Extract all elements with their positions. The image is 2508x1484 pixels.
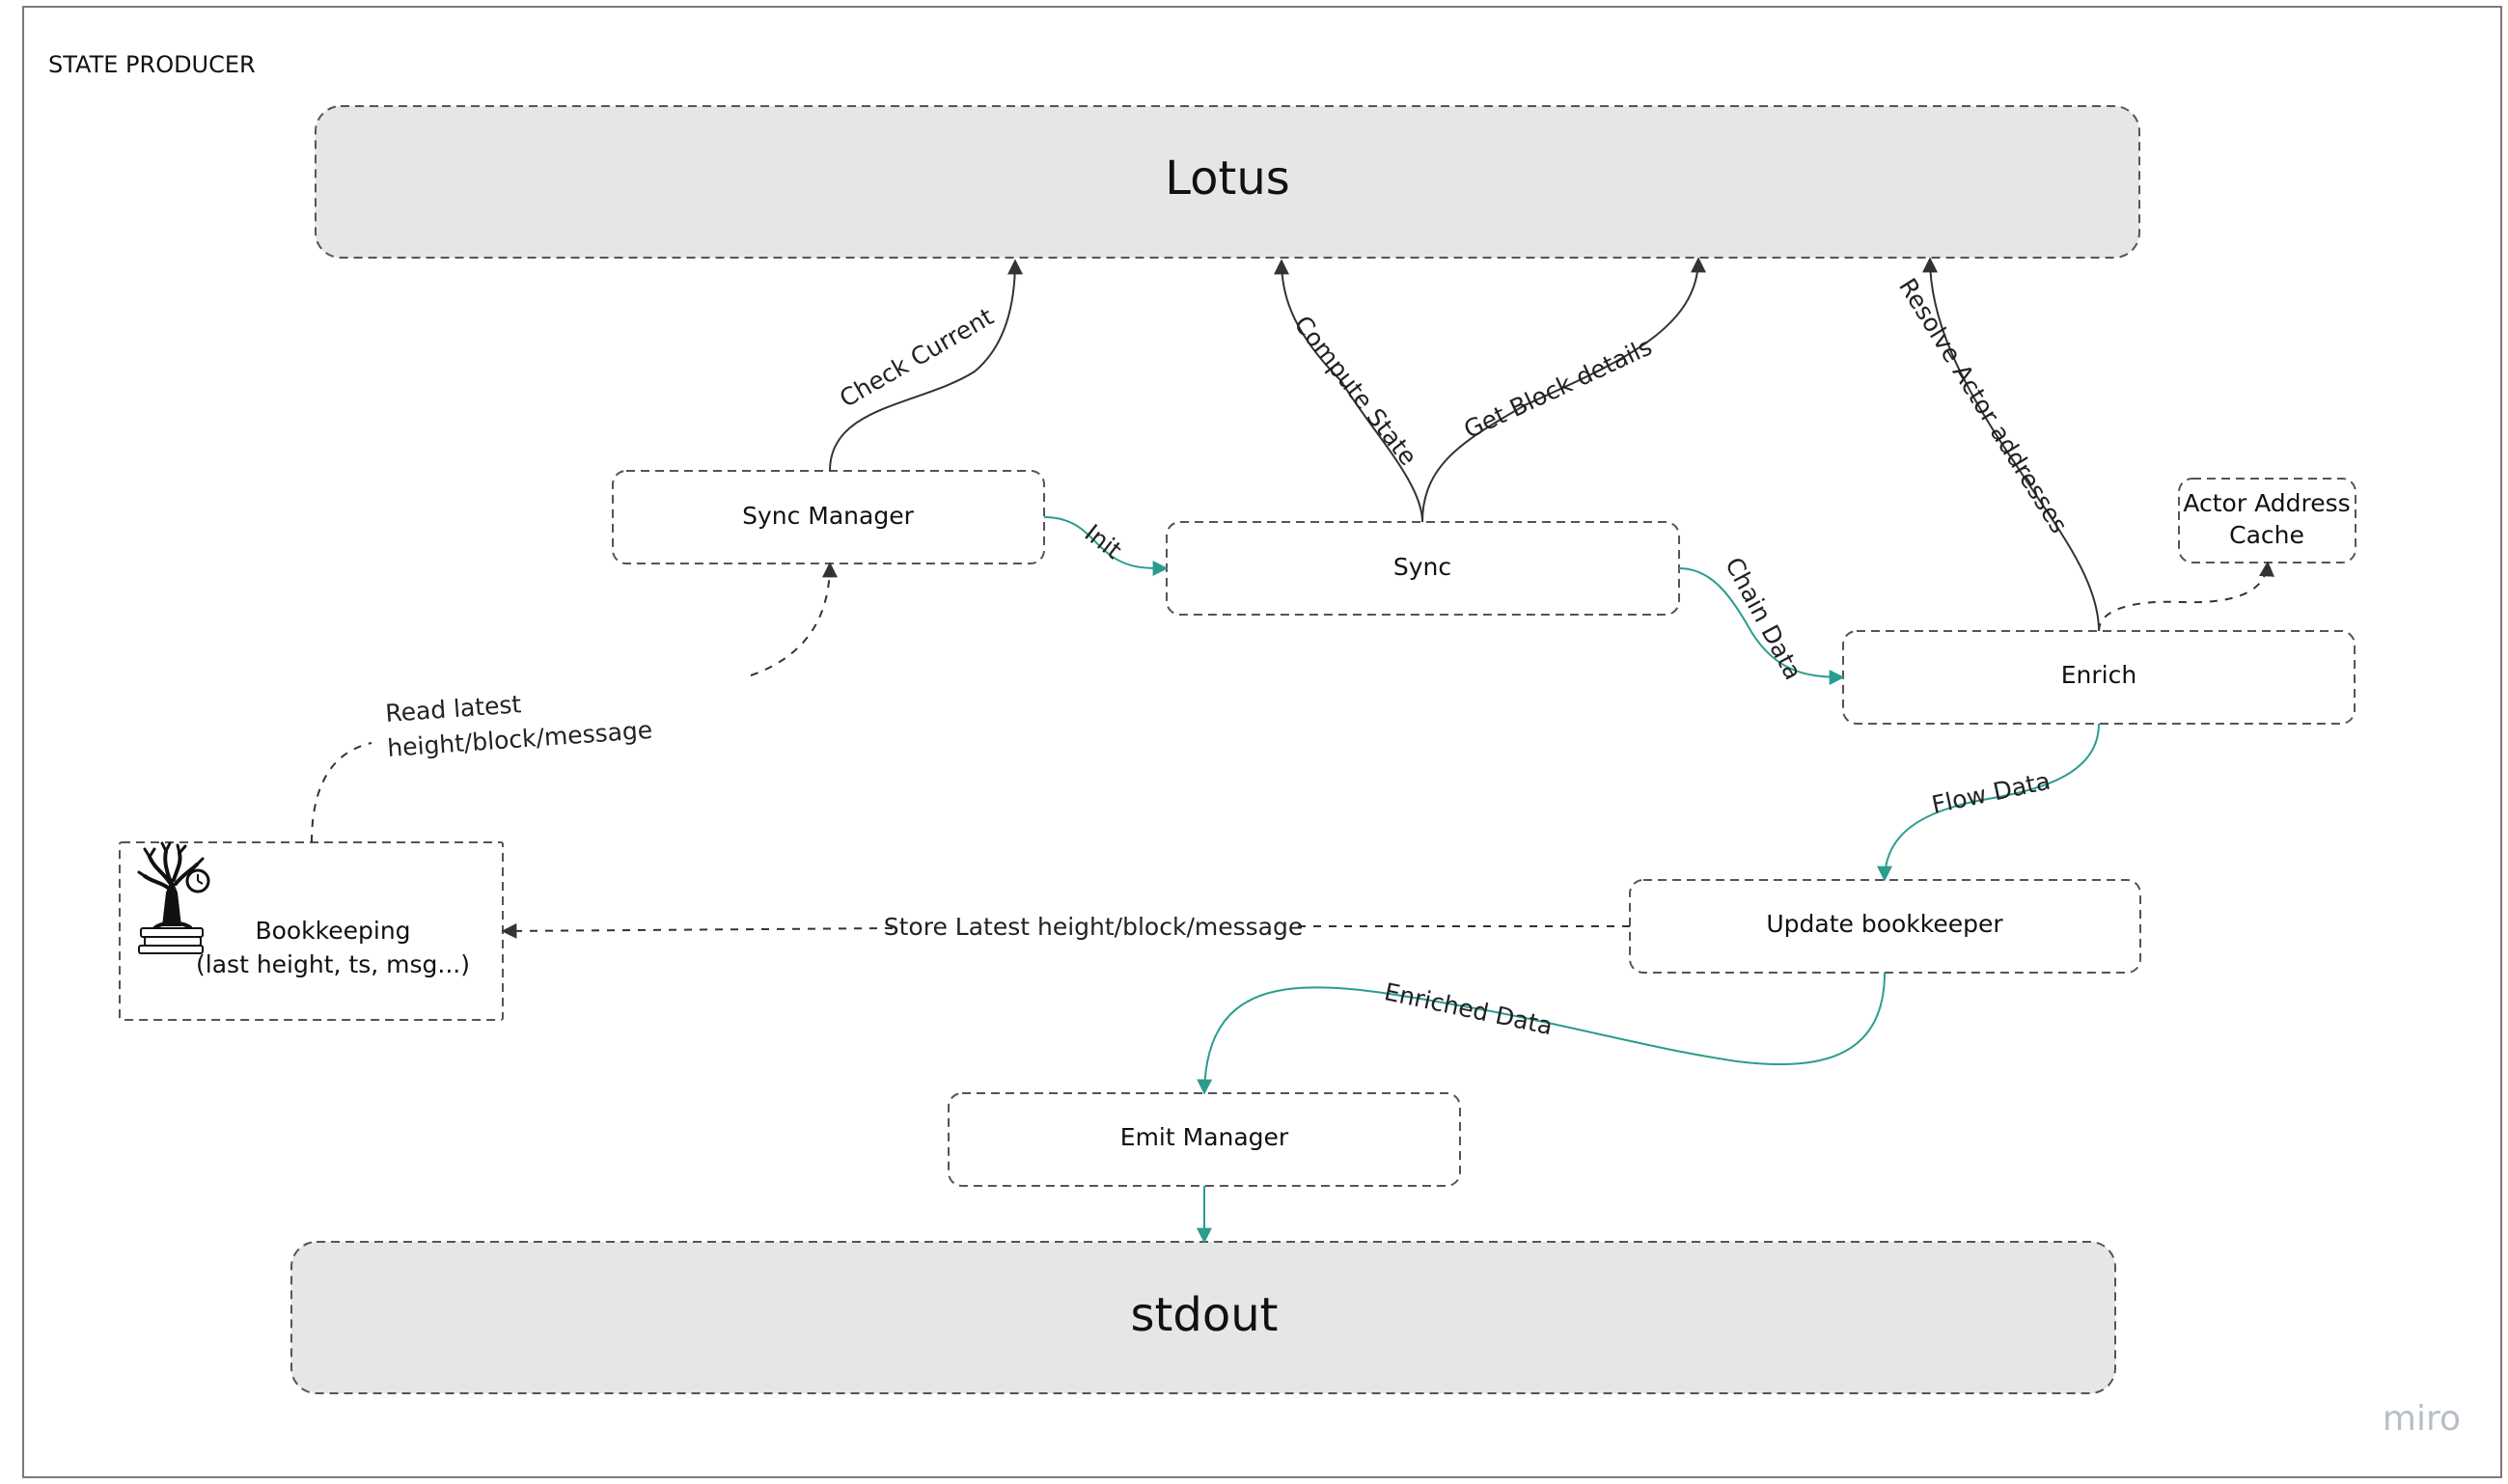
store-latest-edge-left[interactable] [501, 922, 894, 939]
tree-books-icon [137, 841, 210, 954]
chain-data-edge[interactable] [1678, 567, 1845, 685]
read-latest-edge-upper[interactable] [750, 562, 838, 676]
update-bookkeeper-node[interactable]: Update bookkeeper [1629, 879, 2141, 974]
init-edge[interactable] [1043, 516, 1169, 577]
stdout-label: stdout [1131, 1288, 1279, 1342]
enrich-node[interactable]: Enrich [1842, 630, 2356, 725]
stdout-box[interactable]: stdout [290, 1241, 2116, 1394]
emit-manager-node[interactable]: Emit Manager [948, 1092, 1461, 1187]
actor-cache-edge[interactable] [2098, 561, 2274, 632]
sync-manager-node[interactable]: Sync Manager [612, 470, 1045, 564]
bookkeeping-label-line1: Bookkeeping [255, 917, 410, 945]
sync-label: Sync [1393, 553, 1451, 581]
sync-node[interactable]: Sync [1166, 521, 1680, 616]
enrich-label: Enrich [2061, 661, 2136, 689]
enriched-data-edge[interactable] [1197, 972, 1886, 1095]
actor-address-cache-node[interactable]: Actor Address Cache [2178, 478, 2356, 563]
resolve-actor-addresses-edge[interactable] [1922, 257, 2100, 632]
emit-manager-label: Emit Manager [1120, 1123, 1289, 1151]
store-latest-label: Store Latest height/block/message [884, 913, 1303, 941]
lotus-box[interactable]: Lotus [315, 105, 2140, 259]
update-bookkeeper-label: Update bookkeeper [1766, 910, 2003, 938]
actor-cache-label-line2: Cache [2229, 521, 2304, 549]
read-latest-edge-lower[interactable] [311, 742, 372, 843]
bookkeeping-node[interactable]: Bookkeeping (last height, ts, msg...) [119, 841, 504, 1021]
bookkeeping-label-line2: (last height, ts, msg...) [196, 950, 470, 978]
compute-state-edge[interactable] [1274, 259, 1423, 523]
actor-cache-label-line1: Actor Address [2183, 489, 2350, 517]
flow-data-edge[interactable] [1877, 723, 2100, 882]
get-block-details-edge[interactable] [1421, 257, 1706, 523]
lotus-label: Lotus [1165, 151, 1290, 206]
miro-logo: miro [2383, 1399, 2461, 1439]
frame-title: STATE PRODUCER [48, 51, 256, 78]
sync-manager-label: Sync Manager [742, 502, 915, 530]
check-current-edge[interactable] [829, 259, 1023, 472]
